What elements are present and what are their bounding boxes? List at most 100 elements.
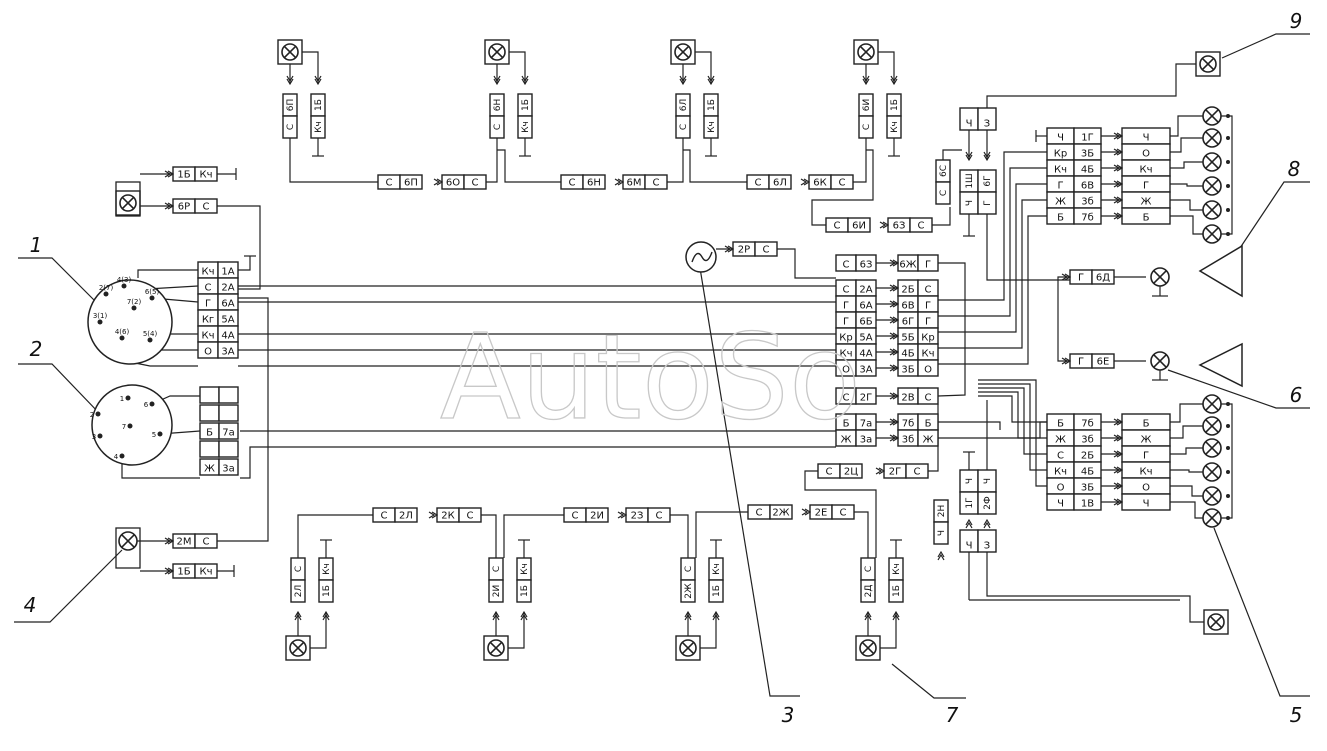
arrow-icon	[1113, 196, 1121, 204]
right-bottom-block-out: Г	[1121, 445, 1171, 463]
arrow-icon	[804, 508, 812, 516]
connector-label: 6П	[404, 178, 418, 189]
right-bottom-lamp-icon	[1202, 416, 1222, 436]
arrow-icon	[1113, 498, 1121, 506]
connector-label: 1Б	[177, 170, 190, 181]
terminal-dot	[1226, 208, 1230, 212]
connector-label: Кч	[890, 121, 900, 133]
connector-label: 6С	[939, 165, 949, 177]
connector-label: Г	[1078, 273, 1084, 284]
arrow-icon	[1116, 418, 1124, 426]
connector-label: 7б	[902, 419, 915, 430]
connector-label: Ч	[966, 541, 973, 552]
connector-label: 1Б	[177, 567, 190, 578]
connector-label: Б	[1057, 419, 1064, 430]
connector-cell	[1073, 207, 1102, 225]
connector-label: 2И	[492, 585, 502, 597]
arrow-icon	[492, 610, 500, 618]
arrow-icon	[1116, 498, 1124, 506]
connector-label: Г	[1057, 181, 1063, 192]
connector-cell	[516, 579, 532, 603]
terminal-dot	[1226, 470, 1230, 474]
connector-label: 1А	[221, 267, 234, 278]
arrow-icon	[983, 518, 991, 526]
wire	[240, 446, 836, 479]
connector-label: С	[493, 124, 503, 130]
terminal-dot	[97, 319, 103, 325]
connector-cell	[282, 115, 298, 139]
connector-label: О	[842, 365, 850, 376]
connector-label: Г	[983, 200, 993, 206]
connector-label: Ч	[966, 119, 973, 130]
terminal-dot	[119, 453, 125, 459]
connector-label: С	[756, 508, 763, 519]
lamp-housing	[115, 527, 141, 569]
connector-label: Кч	[199, 567, 212, 578]
arrow-icon	[889, 316, 897, 324]
connector-label: 4А	[859, 349, 872, 360]
wire	[699, 267, 800, 697]
terminal-dot	[1226, 136, 1230, 140]
wire	[891, 663, 966, 699]
connector-label: С	[843, 393, 850, 404]
wire	[137, 269, 198, 278]
connector-label: С	[656, 511, 663, 522]
switch2-pin-row	[199, 404, 239, 422]
wire	[854, 511, 869, 558]
bottom-connector-s: С2И	[488, 557, 504, 603]
connector-label: Г	[925, 260, 931, 271]
arrow-icon	[1113, 434, 1121, 442]
arrow-icon	[800, 178, 808, 186]
connector-label: Ж	[923, 435, 934, 446]
arrow-icon	[433, 178, 441, 186]
wire	[1170, 215, 1203, 235]
connector-label: 6И	[852, 221, 866, 232]
connector-label: С	[653, 178, 660, 189]
connector-cell	[199, 404, 220, 422]
wire	[777, 248, 836, 279]
right-top-lamp-icon	[1202, 128, 1222, 148]
right-bottom-block-out: Б	[1121, 413, 1171, 431]
connector-label: 2Ц	[844, 467, 858, 478]
wire	[700, 612, 717, 649]
connector-label: 6Л	[773, 178, 787, 189]
connector-label: С	[205, 283, 212, 294]
connector-cell	[218, 404, 239, 422]
right-top-block-out: Б	[1121, 207, 1171, 225]
terminal-dot	[149, 401, 155, 407]
connector-cell	[1091, 269, 1115, 285]
arrow-icon	[965, 154, 973, 162]
right-top-lamp-icon	[1202, 176, 1222, 196]
arrow-icon	[322, 613, 330, 621]
arrow-icon	[727, 245, 735, 253]
wire	[937, 262, 966, 397]
connector-label: 2Е	[815, 508, 828, 519]
connector-cell	[917, 387, 939, 405]
arrow-icon	[1113, 164, 1121, 172]
arrow-icon	[164, 567, 172, 575]
wire	[302, 51, 319, 84]
top-lamp-icon	[853, 39, 879, 65]
arrow-icon	[803, 178, 811, 186]
terminal-label: 1	[120, 395, 124, 403]
connector-label: Б	[206, 428, 213, 439]
connector-label: 2Р	[738, 245, 750, 256]
connector-cell	[218, 422, 239, 440]
arrow-icon	[294, 613, 302, 621]
wire	[217, 297, 269, 542]
connector-cell	[933, 521, 949, 545]
terminal-dot	[119, 335, 125, 341]
connector-label: Г	[925, 317, 931, 328]
